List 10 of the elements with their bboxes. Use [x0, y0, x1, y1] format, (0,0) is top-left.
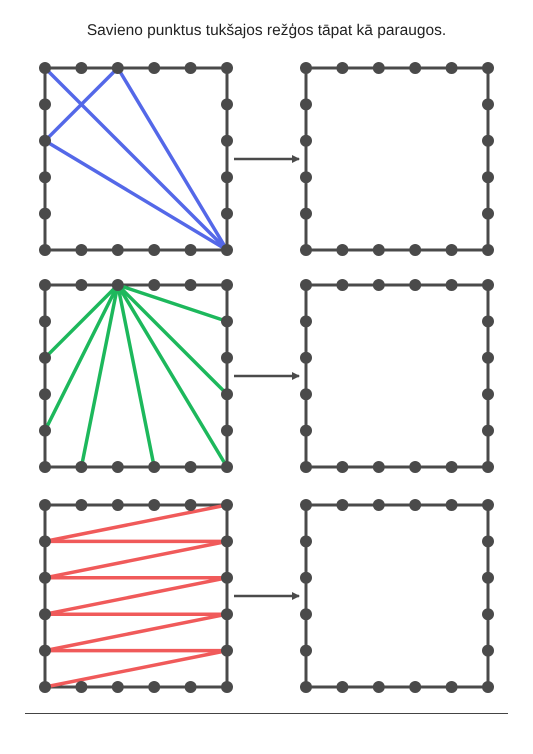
- dot-grid-drawing: [299, 61, 495, 257]
- dot-grid-drawing: [299, 498, 495, 694]
- arrow: [234, 155, 300, 163]
- instruction-title: Savieno punktus tukšajos režģos tāpat kā paraugos.: [86, 22, 446, 40]
- arrow: [234, 372, 300, 380]
- dot-grid-drawing: [38, 278, 234, 474]
- arrow: [234, 592, 300, 600]
- dot-grid-drawing: [299, 278, 495, 474]
- dot-grid-drawing: [38, 498, 234, 694]
- dot-grid-drawing: [38, 61, 234, 257]
